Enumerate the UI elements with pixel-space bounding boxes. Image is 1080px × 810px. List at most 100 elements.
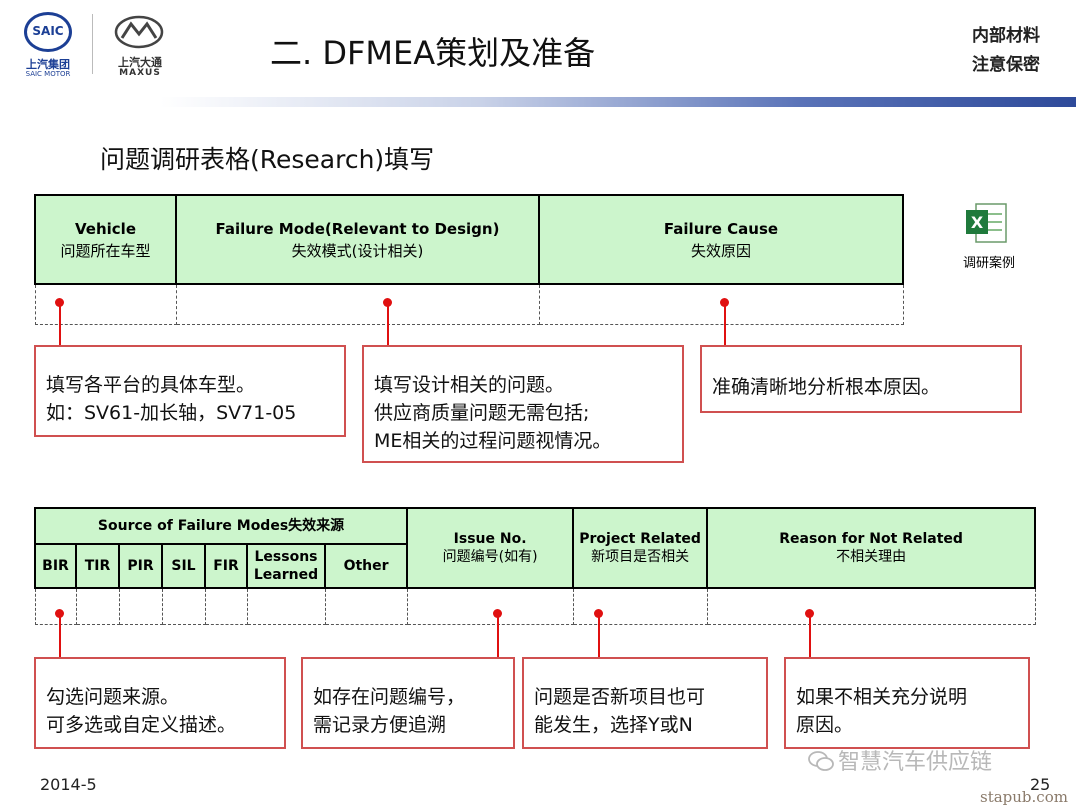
header-failure-mode-en: Failure Mode(Relevant to Design) (215, 219, 500, 238)
saic-logo-en: SAIC MOTOR (25, 70, 71, 78)
saic-logo: SAIC 上汽集团 SAIC MOTOR (18, 12, 78, 78)
header-bir: BIR (34, 543, 77, 589)
watermark-text: 智慧汽车供应链 (838, 750, 993, 775)
callout-failure-mode: 填写设计相关的问题。 供应商质量问题无需包括; ME相关的过程问题视情况。 (362, 345, 684, 463)
callout-project-related: 问题是否新项目也可 能发生，选择Y或N (522, 657, 768, 749)
header-source-text: Source of Failure Modes失效来源 (97, 518, 345, 534)
header-failure-cause: Failure Cause 失效原因 (538, 194, 904, 285)
cell-reason-not-related[interactable] (706, 587, 1036, 625)
section-subtitle: 问题调研表格(Research)填写 (100, 145, 435, 174)
header-project-related: Project Related 新项目是否相关 (572, 507, 709, 589)
header-source-of-failure-modes: Source of Failure Modes失效来源 (33, 507, 409, 545)
header-other: Other (323, 543, 409, 589)
header-failure-cause-en: Failure Cause (663, 219, 779, 238)
header-failure-mode: Failure Mode(Relevant to Design) 失效模式(设计相… (175, 194, 540, 285)
svg-text:X: X (971, 213, 984, 232)
connector-line (598, 613, 600, 673)
header-fir: FIR (204, 543, 248, 589)
connector-line (59, 302, 61, 362)
cell-issue-no[interactable] (406, 587, 574, 625)
maxus-logo-en: MAXUS (119, 68, 161, 78)
connector-line (724, 302, 726, 362)
header-other-text: Other (343, 558, 389, 574)
page-title: 二. DFMEA策划及准备 (270, 34, 596, 72)
excel-file-icon: X (966, 203, 1007, 243)
confidential-label: 内部材料 注意保密 (972, 22, 1040, 80)
callout-text: 供应商质量问题无需包括; (374, 402, 590, 424)
callout-text: 准确清晰地分析根本原因。 (712, 376, 941, 398)
callout-vehicle: 填写各平台的具体车型。 如：SV61-加长轴，SV71-05 (34, 345, 346, 437)
callout-text: 问题是否新项目也可 (534, 686, 706, 708)
confidential-line-2: 注意保密 (972, 55, 1040, 75)
header-tir-text: TIR (84, 558, 111, 574)
header-lessons-text: Lessons Learned (253, 549, 319, 583)
header-project-en: Project Related (579, 531, 701, 547)
callout-text: 如：SV61-加长轴，SV71-05 (46, 402, 297, 424)
saic-logo-cn: 上汽集团 (26, 58, 70, 71)
header-issue-zh: 问题编号(如有) (442, 549, 538, 565)
cell-failure-mode[interactable] (175, 283, 540, 325)
header-pir: PIR (118, 543, 163, 589)
callout-text: 填写各平台的具体车型。 (46, 374, 256, 396)
research-table-1: Vehicle 问题所在车型 Failure Mode(Relevant to D… (34, 194, 904, 325)
callout-text: 勾选问题来源。 (46, 686, 180, 708)
maxus-logo: 上汽大通 MAXUS (100, 12, 180, 78)
maxus-logo-cn: 上汽大通 (118, 56, 162, 69)
excel-attachment[interactable]: X 调研案例 (960, 200, 1016, 271)
site-watermark: stapub.com (980, 788, 1068, 806)
callout-issue-no: 如存在问题编号， 需记录方便追溯 (301, 657, 515, 749)
header-vehicle-en: Vehicle (75, 219, 136, 238)
callout-source: 勾选问题来源。 可多选或自定义描述。 (34, 657, 286, 749)
header-issue-no: Issue No. 问题编号(如有) (406, 507, 575, 589)
header-failure-cause-zh: 失效原因 (690, 241, 751, 260)
header-sil: SIL (161, 543, 206, 589)
header-vehicle: Vehicle 问题所在车型 (34, 194, 177, 285)
page-number: 25 (1030, 775, 1051, 794)
logo-divider (92, 14, 93, 74)
header-lessons-learned: Lessons Learned (246, 543, 326, 589)
cell-pir[interactable] (118, 587, 163, 625)
callout-text: 如果不相关充分说明 (796, 686, 968, 708)
maxus-emblem-icon (114, 15, 164, 49)
callout-text: 能发生，选择Y或N (534, 714, 693, 736)
header-bir-text: BIR (42, 558, 69, 574)
cell-project-related[interactable] (572, 587, 708, 625)
header-issue-en: Issue No. (453, 531, 527, 547)
header-tir: TIR (75, 543, 120, 589)
header-pir-text: PIR (127, 558, 154, 574)
header-reason-not-related: Reason for Not Related 不相关理由 (706, 507, 1037, 589)
header-gradient-bar (160, 97, 1076, 107)
header-fir-text: FIR (213, 558, 239, 574)
cell-lessons-learned[interactable] (246, 587, 326, 625)
callout-text: ME相关的过程问题视情况。 (374, 430, 612, 452)
header-reason-en: Reason for Not Related (779, 531, 963, 547)
saic-badge-text: SAIC (32, 24, 64, 38)
cell-fir[interactable] (204, 587, 248, 625)
cell-bir[interactable] (34, 587, 77, 625)
connector-line (387, 302, 389, 362)
connector-line (497, 613, 499, 673)
footer-date: 2014-5 (40, 775, 97, 794)
wechat-icon (808, 751, 834, 771)
header-sil-text: SIL (171, 558, 196, 574)
callout-text: 需记录方便追溯 (313, 714, 447, 736)
wechat-watermark: 智慧汽车供应链 (808, 744, 992, 776)
callout-text: 填写设计相关的问题。 (374, 374, 565, 396)
header-failure-mode-zh: 失效模式(设计相关) (291, 241, 424, 260)
saic-badge-icon: SAIC (24, 12, 72, 52)
callout-text: 如存在问题编号， (313, 686, 466, 708)
confidential-line-1: 内部材料 (972, 26, 1040, 46)
header-reason-zh: 不相关理由 (836, 549, 907, 565)
header-project-zh: 新项目是否相关 (591, 549, 690, 565)
callout-text: 可多选或自定义描述。 (46, 714, 237, 736)
cell-other[interactable] (324, 587, 408, 625)
cell-tir[interactable] (75, 587, 120, 625)
callout-failure-cause: 准确清晰地分析根本原因。 (700, 345, 1022, 413)
research-table-2: Source of Failure Modes失效来源 Issue No. 问题编… (33, 507, 1037, 625)
callout-text: 原因。 (796, 714, 854, 736)
callout-reason: 如果不相关充分说明 原因。 (784, 657, 1030, 749)
excel-label: 调研案例 (962, 256, 1015, 271)
cell-sil[interactable] (161, 587, 206, 625)
header-vehicle-zh: 问题所在车型 (60, 241, 151, 260)
connector-line (809, 613, 811, 673)
